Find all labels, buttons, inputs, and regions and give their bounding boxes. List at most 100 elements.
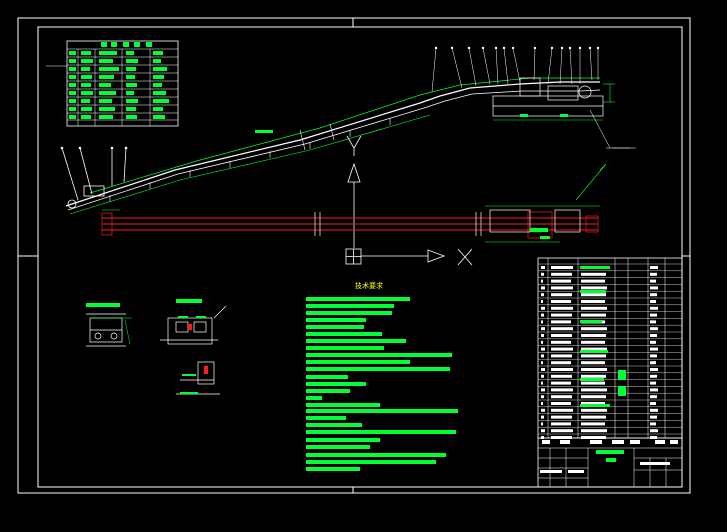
parts-cell-text (551, 266, 573, 269)
parts-cell-text (650, 395, 657, 399)
conveyor-plan-view (101, 163, 607, 243)
parts-cell-text (551, 320, 571, 324)
parts-cell-text (650, 429, 658, 433)
parts-cell-text (541, 293, 544, 297)
parts-cell-text (541, 402, 543, 405)
parts-cell-text (541, 279, 543, 283)
sheet-inner-border (37, 26, 683, 488)
parts-cell-text (541, 272, 544, 276)
parts-cell-text (551, 300, 571, 303)
parts-cell-text (650, 306, 658, 310)
parts-cell-text (541, 300, 543, 303)
parts-list-table (537, 257, 683, 439)
parts-cell-text (551, 368, 573, 371)
parts-cell-text (551, 340, 571, 344)
parts-cell-text (551, 313, 572, 317)
parts-cell-text (650, 361, 656, 365)
parts-cell-text (581, 300, 605, 303)
parts-cell-text (551, 415, 572, 419)
parts-cell-text (541, 388, 545, 392)
parts-cell-text (541, 347, 545, 351)
parts-cell-text (650, 415, 657, 419)
parts-cell-text (541, 266, 545, 269)
border-center-marks (18, 18, 690, 493)
title-block (537, 437, 683, 488)
parts-cell-text (650, 368, 658, 371)
parts-cell-text (650, 402, 656, 405)
parts-cell-text (650, 340, 656, 344)
parts-cell-text (581, 272, 606, 276)
parts-cell-text (551, 381, 571, 385)
parts-cell-text (541, 395, 544, 399)
ucs-x-axis-icon (361, 248, 473, 266)
parts-cell-text (650, 286, 658, 290)
parts-cell-text (650, 272, 657, 276)
parts-cell-text (650, 279, 656, 283)
detail-view-b (160, 299, 227, 345)
parts-cell-text (551, 293, 572, 297)
parts-cell-text (551, 395, 572, 399)
parts-cell-text (541, 374, 544, 378)
parts-cell-text (650, 266, 658, 269)
ucs-origin-box-icon (345, 248, 362, 265)
parts-cell-text (551, 402, 571, 405)
parts-cell-text (650, 354, 657, 358)
parts-cell-text (581, 334, 606, 337)
parts-cell-text (541, 340, 543, 344)
parts-cell-text (541, 334, 544, 337)
parts-cell-text (650, 300, 656, 303)
technical-notes-title: 技术要求 (355, 282, 383, 290)
parts-cell-text (650, 347, 658, 351)
parts-cell-text (650, 334, 657, 337)
parts-cell-text (581, 354, 606, 358)
parts-cell-text (581, 286, 607, 290)
parts-cell-text (551, 327, 573, 331)
parts-cell-text (541, 286, 545, 290)
parts-cell-text (650, 422, 656, 426)
parts-cell-text (541, 320, 543, 324)
parts-cell-text (650, 388, 658, 392)
parts-cell-text (650, 327, 658, 331)
parts-cell-text (650, 381, 656, 385)
parts-cell-text (541, 408, 545, 412)
parts-cell-text (541, 327, 545, 331)
parts-cell-text (551, 388, 573, 392)
parts-cell-text (551, 306, 573, 310)
ucs-y-axis-icon (346, 135, 362, 248)
parts-cell-text (541, 381, 543, 385)
parts-cell-text (581, 327, 607, 331)
parts-cell-text (581, 374, 606, 378)
parts-cell-text (551, 347, 573, 351)
parts-cell-text (541, 354, 544, 358)
detail-view-c (176, 361, 220, 395)
parts-cell-text (581, 306, 607, 310)
parts-cell-text (541, 313, 544, 317)
parts-cell-text (551, 279, 571, 283)
parts-cell-text (581, 293, 606, 297)
parts-cell-text (541, 368, 545, 371)
parts-cell-text (650, 374, 657, 378)
parts-cell-text (541, 415, 544, 419)
parts-cell-text (581, 422, 605, 426)
parts-cell-text (551, 361, 571, 365)
parts-cell-text (581, 313, 606, 317)
parts-cell-text (650, 436, 657, 439)
parts-cell-text (541, 436, 544, 439)
parts-cell-text (551, 286, 573, 290)
parameter-table (46, 40, 179, 127)
parts-cell-text (551, 272, 572, 276)
parts-cell-text (541, 361, 543, 365)
detail-view-a (86, 303, 132, 347)
parts-cell-text (581, 436, 606, 439)
parts-cell-text (650, 320, 656, 324)
parts-cell-text (581, 381, 605, 385)
parts-cell-text (541, 422, 543, 426)
parts-cell-text (581, 361, 605, 365)
parts-cell-text (581, 279, 605, 283)
parts-cell-text (581, 408, 607, 412)
parts-cell-text (541, 306, 545, 310)
parts-cell-text (581, 402, 605, 405)
parts-cell-text (551, 354, 572, 358)
parts-cell-text (551, 436, 572, 439)
